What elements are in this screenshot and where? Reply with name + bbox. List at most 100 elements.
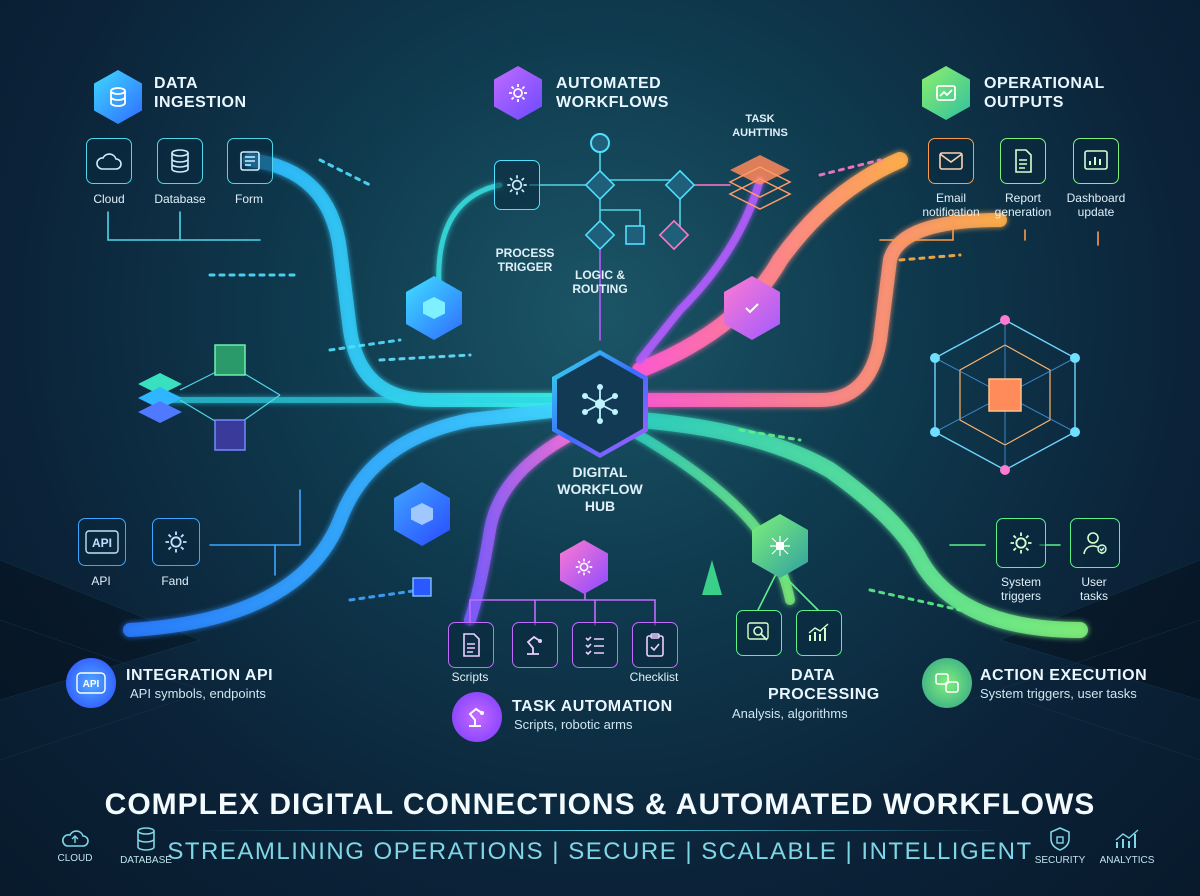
analytics-icon <box>1115 829 1139 848</box>
api-icon: API <box>85 530 119 554</box>
action-execution-icon <box>922 658 972 708</box>
grid-mesh <box>0 559 1200 761</box>
gear-icon <box>165 531 187 553</box>
analytics-icon <box>808 623 829 641</box>
automated-workflows-icon <box>494 66 542 120</box>
email-output <box>928 138 974 184</box>
cloud-icon <box>62 830 89 847</box>
user-icon <box>1083 532 1107 555</box>
dashboard-icon <box>1084 150 1108 170</box>
footer-analytics: ANALYTICS <box>1094 826 1160 866</box>
email-icon <box>939 152 963 170</box>
operational-outputs-icon <box>922 66 970 120</box>
database-icon <box>137 827 155 851</box>
flow-hub-to-outputs <box>632 152 908 378</box>
integration-api-title: INTEGRATION API <box>126 667 274 684</box>
robot-arm-icon <box>526 635 542 655</box>
footer-security: SECURITY <box>1032 826 1088 866</box>
analysis-icon <box>747 622 769 641</box>
gear-icon <box>507 175 527 195</box>
workflow-nodes <box>584 133 696 251</box>
flow-hub-to-automation <box>464 424 586 626</box>
database-label: Database <box>154 192 206 206</box>
gear-icon <box>575 558 593 576</box>
dashboard-output <box>1073 138 1119 184</box>
cloud-source <box>86 138 132 184</box>
form-icon <box>240 151 260 171</box>
user-tasks-item <box>1070 518 1120 568</box>
processing-marker <box>702 560 722 595</box>
task-automation-title: TASK AUTOMATION <box>512 698 673 715</box>
report-icon <box>1015 149 1032 173</box>
svg-text:API: API <box>83 679 100 690</box>
data-processing-subtitle: Analysis, algorithms <box>732 706 848 721</box>
data-ingestion-icon <box>94 70 142 124</box>
scripts-label: Scripts <box>451 670 489 684</box>
task-automation-subtitle: Scripts, robotic arms <box>514 717 633 732</box>
network-icon <box>770 536 790 556</box>
flow-hub-to-action <box>632 412 1088 638</box>
api-label: API <box>91 574 111 588</box>
scripts-item <box>448 622 494 668</box>
process-trigger-box <box>494 160 540 210</box>
fand-endpoint <box>152 518 200 566</box>
database-source <box>157 138 203 184</box>
task-automation-stack <box>728 155 792 210</box>
system-triggers-item <box>996 518 1046 568</box>
flow-api-to-hub <box>123 403 567 637</box>
form-source <box>227 138 273 184</box>
processing-cube-network <box>930 315 1080 475</box>
clipboard-item <box>632 622 678 668</box>
api-cube <box>412 577 432 597</box>
footer-database: DATABASE <box>114 826 178 866</box>
logic-routing-label: LOGIC &ROUTING <box>572 268 628 296</box>
robot-arm-item <box>512 622 558 668</box>
flow-task-to-hub <box>636 176 764 364</box>
form-label: Form <box>235 192 263 206</box>
shield-icon <box>1050 827 1070 851</box>
checklist-item <box>572 622 618 668</box>
footer-cloud: CLOUD <box>50 826 100 864</box>
gear-icon <box>1010 532 1032 554</box>
flow-hub-to-orange <box>633 213 1007 407</box>
checklist-label: Checklist <box>629 670 679 684</box>
action-execution-title: ACTION EXECUTION <box>980 667 1148 684</box>
algorithm-item <box>796 610 842 656</box>
action-execution-subtitle: System triggers, user tasks <box>980 686 1137 701</box>
integration-api-subtitle: API symbols, endpoints <box>130 686 266 701</box>
processing-hex-node <box>752 514 808 578</box>
tagline: STREAMLINING OPERATIONS | SECURE | SCALA… <box>167 838 1033 865</box>
report-output <box>1000 138 1046 184</box>
database-icon <box>171 149 189 173</box>
analysis-item <box>736 610 782 656</box>
checklist-icon <box>585 636 604 656</box>
api-endpoint: API <box>78 518 126 566</box>
task-automation-icon <box>452 692 502 742</box>
hub-network-icon <box>582 384 618 424</box>
ingestion-stack-network <box>138 344 281 451</box>
svg-text:API: API <box>92 536 112 550</box>
flow-ingestion-to-hub <box>243 153 567 407</box>
cloud-label: Cloud <box>93 192 125 206</box>
footer-divider <box>200 830 1000 831</box>
clipboard-icon <box>646 633 664 657</box>
checklist-icon <box>745 303 759 314</box>
digital-workflow-hub <box>552 350 648 458</box>
cloud-icon <box>96 153 122 170</box>
fand-label: Fand <box>161 574 189 588</box>
main-title: COMPLEX DIGITAL CONNECTIONS & AUTOMATED … <box>104 788 1096 821</box>
